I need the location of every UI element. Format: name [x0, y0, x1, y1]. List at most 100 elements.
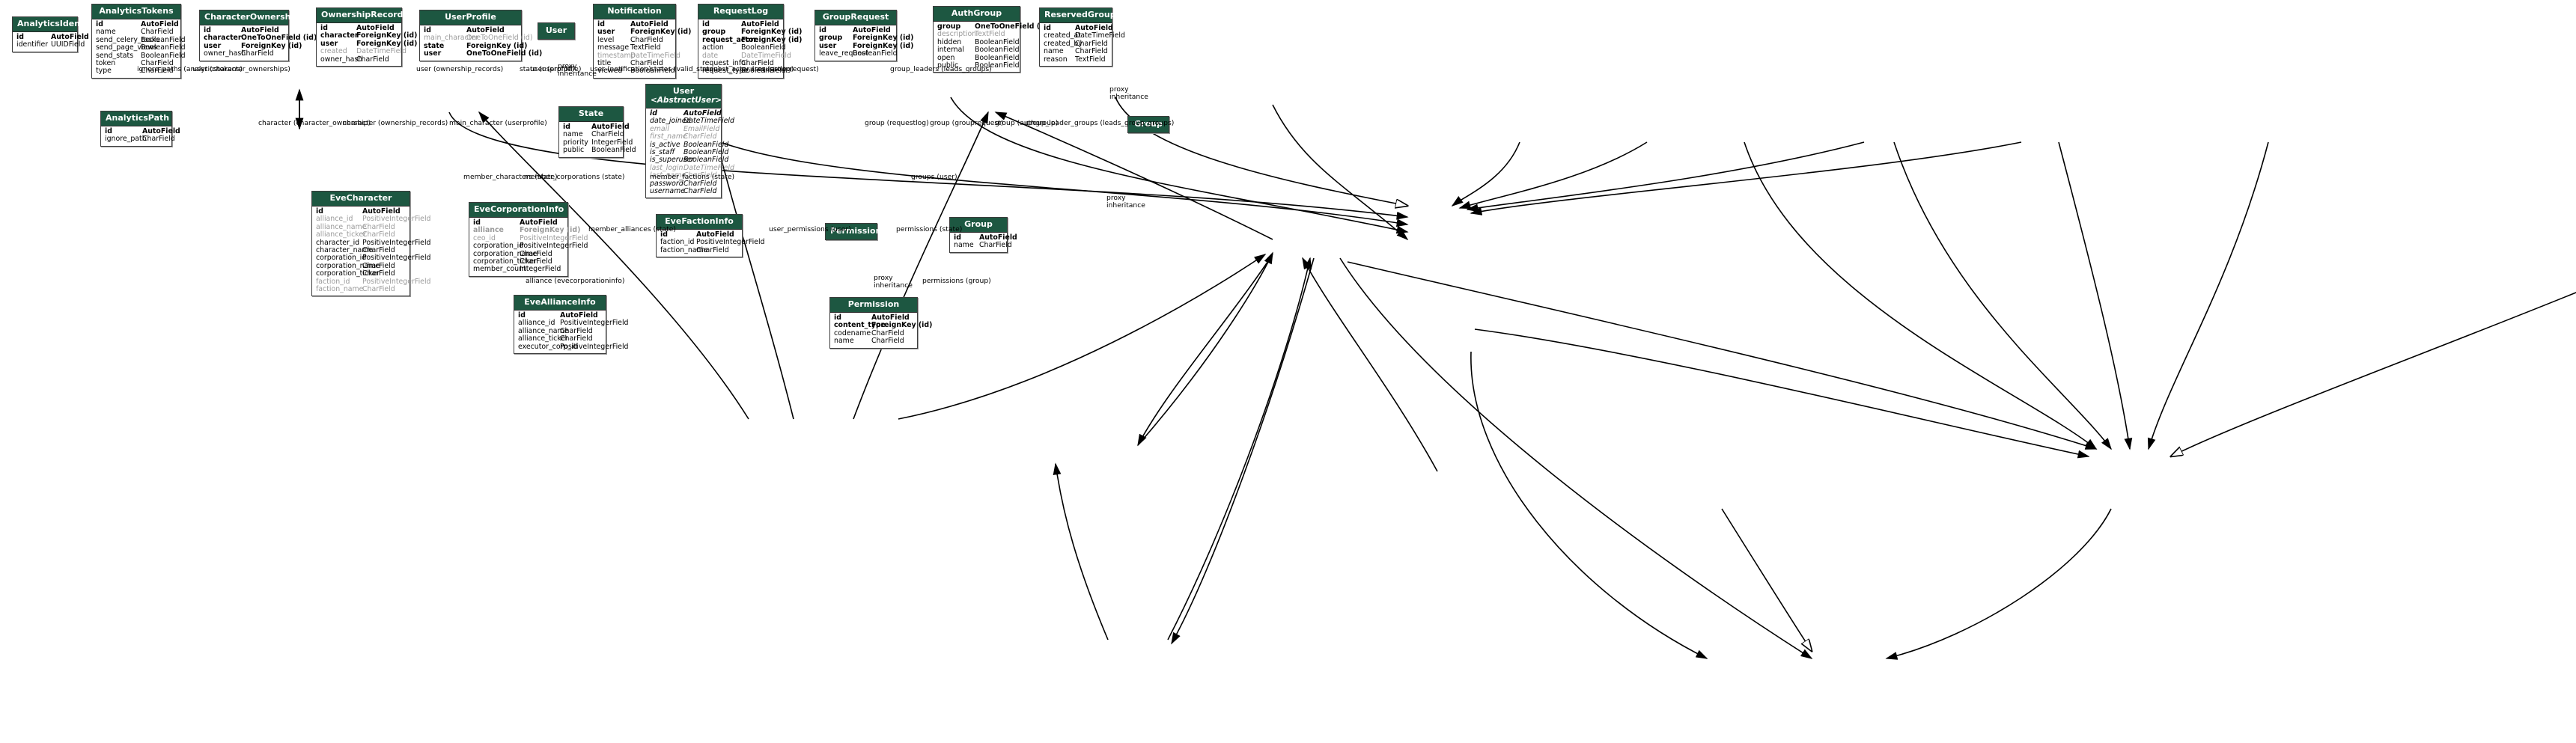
field-type: PositiveIntegerField [520, 233, 588, 242]
field-type: BooleanField [975, 46, 1020, 55]
field-type: CharField [683, 171, 717, 180]
entity-name: Group [1134, 119, 1163, 129]
field-name: content_type [834, 321, 886, 330]
field-name: id [834, 314, 841, 322]
field-name: request_info [702, 59, 746, 68]
field-name: id [204, 26, 211, 34]
field-name: owner_hash [320, 55, 363, 64]
field-name: faction_id [316, 277, 350, 286]
field-type: CharField [1075, 39, 1108, 48]
field-name: id [320, 24, 328, 32]
edge-label-l3: user (ownership_records) [416, 65, 504, 73]
entity-title-user-abstract: User<AbstractUser> [646, 85, 722, 108]
field-name: owner_hash [204, 49, 246, 58]
field-name: public [563, 146, 585, 155]
field-name: is_active [650, 140, 680, 149]
entity-table-user-plain[interactable]: User [538, 22, 575, 40]
edge-label-l27: alliance (evecorporationinfo) [526, 277, 625, 285]
entity-title-characterownership: CharacterOwnership [200, 10, 299, 25]
field-name: public [937, 61, 959, 70]
field-type: ForeignKey (id) [241, 41, 302, 50]
field-name: alliance_id [316, 215, 353, 224]
field-name: id [105, 127, 112, 135]
field-type: AutoField [560, 311, 598, 319]
field-type: AutoField [591, 123, 630, 131]
entity-name: EveFactionInfo [665, 216, 734, 226]
field-type: DateTimeField [741, 51, 791, 60]
field-name: id [473, 218, 481, 227]
field-name: token [96, 59, 116, 68]
field-name: created_by [1044, 39, 1083, 48]
field-type: CharField [142, 135, 175, 144]
field-type: ForeignKey (id) [741, 28, 803, 37]
field-name: user [424, 49, 442, 58]
field-type: AutoField [683, 109, 722, 117]
entity-table-permission-plain[interactable]: Permission [825, 223, 881, 240]
field-type: BooleanField [975, 53, 1020, 62]
edge-label-l18: group_leader_groups (leads_group_groups) [1026, 119, 1175, 127]
edge-label-l14: main_character (userprofile) [449, 119, 547, 127]
entity-table-group-plain[interactable]: Group [1127, 116, 1169, 133]
entity-title-evecorporationinfo: EveCorporationInfo [469, 203, 567, 218]
field-name: email [650, 124, 669, 133]
field-name: alliance_name [518, 326, 569, 335]
field-row: id AutoField [320, 24, 398, 32]
field-name: alliance_ticker [518, 334, 569, 343]
entity-title-group-plain: Group [1128, 117, 1169, 132]
field-type: PositiveIntegerField [362, 254, 431, 263]
field-name: name [954, 241, 974, 250]
entity-name: AuthGroup [951, 8, 1002, 18]
field-type: AutoField [356, 24, 395, 32]
field-type: ForeignKey (id) [853, 34, 914, 43]
edge-label-l12: character (character_ownership) [258, 119, 371, 127]
field-type: OneToOneField (id) [466, 34, 533, 43]
field-type: BooleanField [853, 49, 898, 58]
entity-name: EveCorporationInfo [474, 204, 564, 214]
field-name: id [597, 20, 605, 28]
